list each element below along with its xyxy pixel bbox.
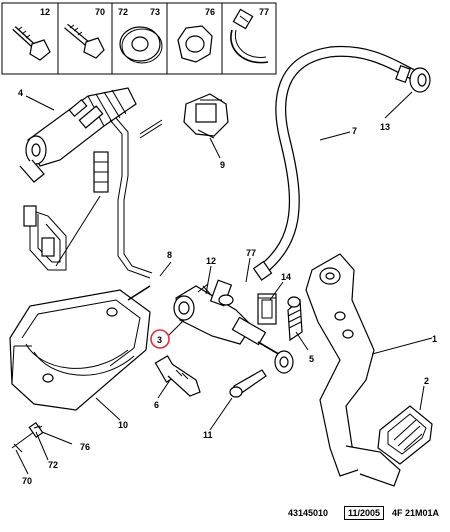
clutch-pedal-arm xyxy=(305,253,401,487)
callout-3: 3 xyxy=(157,335,162,345)
highlight-circle xyxy=(150,329,170,349)
slave-cylinder xyxy=(173,279,294,374)
callout-14: 14 xyxy=(281,272,291,282)
pushrod-pin xyxy=(229,369,267,398)
small-fixings xyxy=(11,421,44,453)
callout-11: 11 xyxy=(203,430,213,440)
header-label-77: 77 xyxy=(259,7,269,17)
header-label-76: 76 xyxy=(205,7,215,17)
callout-2: 2 xyxy=(424,376,429,386)
callout-72: 72 xyxy=(48,460,58,470)
header-strip: 12 70 72 73 76 77 xyxy=(1,2,277,75)
bleed-screw xyxy=(154,355,201,397)
hose-clip-icon xyxy=(230,8,269,64)
callout-6: 6 xyxy=(154,400,159,410)
callout-12: 12 xyxy=(206,256,216,266)
pushrod-spring xyxy=(287,296,303,342)
callout-8: 8 xyxy=(167,250,172,260)
leader-lines xyxy=(15,91,433,475)
bolt-long-icon xyxy=(64,23,105,59)
callout-13: 13 xyxy=(380,122,390,132)
footer-code: 4F 21M01A xyxy=(392,508,440,518)
header-label-72: 72 xyxy=(118,7,128,17)
callout-9: 9 xyxy=(220,160,225,170)
callout-7: 7 xyxy=(352,126,357,136)
callout-10: 10 xyxy=(118,420,128,430)
callout-5: 5 xyxy=(309,354,314,364)
header-label-70: 70 xyxy=(95,7,105,17)
washer-flat-icon xyxy=(119,26,163,64)
hydraulic-pipe xyxy=(23,117,163,279)
footer-ref-number: 43145010 xyxy=(288,508,329,518)
pedal-pad xyxy=(377,405,433,465)
callout-70: 70 xyxy=(22,476,32,486)
callout-4: 4 xyxy=(18,88,23,98)
header-label-12: 12 xyxy=(40,7,50,17)
callout-1: 1 xyxy=(432,334,437,344)
callout-77: 77 xyxy=(246,248,256,258)
callout-76: 76 xyxy=(80,442,90,452)
reservoir-hose xyxy=(252,45,431,281)
retaining-clip xyxy=(257,293,277,325)
bell-housing-cover xyxy=(9,285,151,411)
footer-date: 11/2005 xyxy=(344,506,385,520)
master-cylinder xyxy=(19,87,137,183)
nut-hex-icon xyxy=(177,25,213,63)
bolt-hex-icon xyxy=(12,26,51,61)
header-label-73: 73 xyxy=(150,7,160,17)
pipe-clip-bracket xyxy=(183,93,229,139)
